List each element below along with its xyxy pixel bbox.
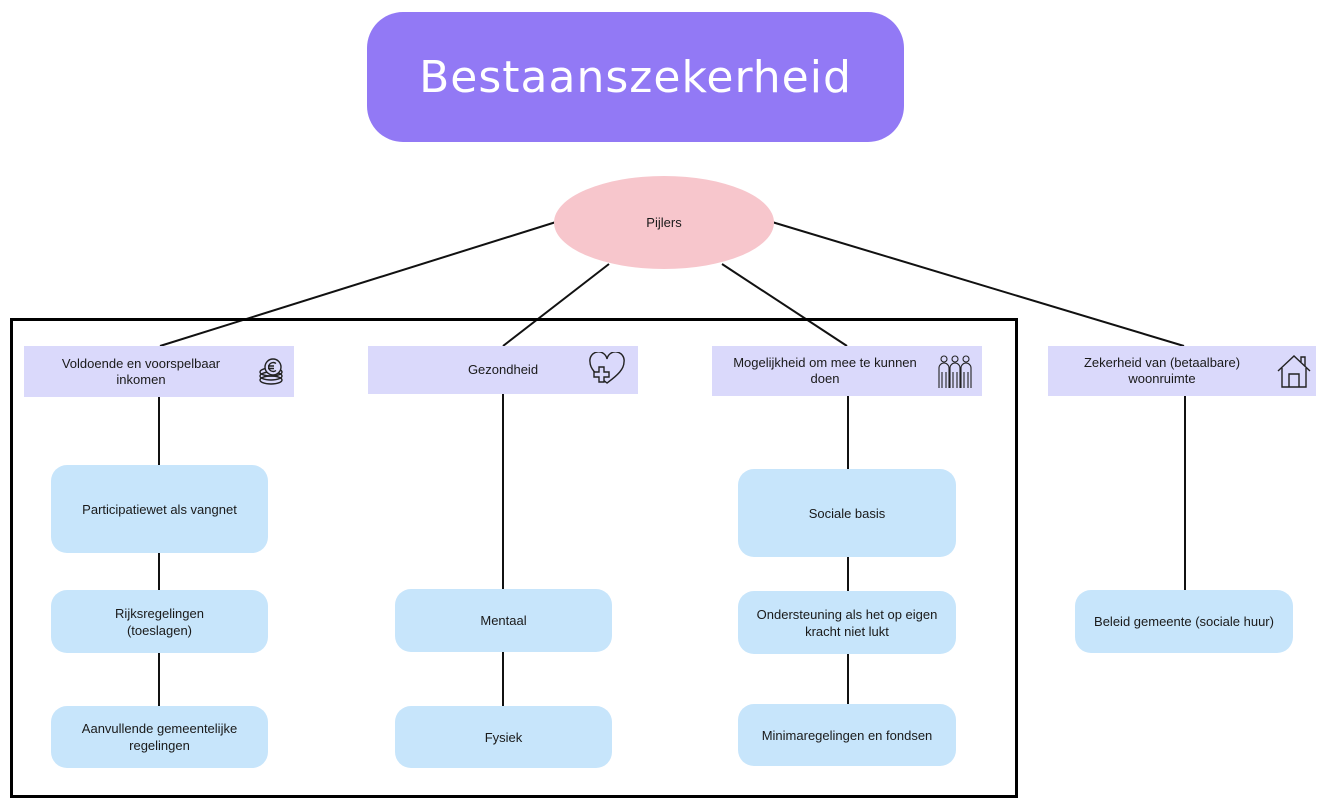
- leaf-minimaregelingen: Minimaregelingen en fondsen: [738, 704, 956, 766]
- house-icon: [1277, 355, 1311, 388]
- heart-cross-icon: [589, 352, 625, 384]
- leaf-fysiek: Fysiek: [395, 706, 612, 768]
- leaf-mentaal: Mentaal: [395, 589, 612, 652]
- pillar-meedoen: Mogelijkheid om mee te kunnen doen: [712, 346, 982, 396]
- leaf-rijksregelingen: Rijksregelingen (toeslagen): [51, 590, 268, 653]
- pillar-gezondheid-label: Gezondheid: [467, 362, 539, 377]
- root-node: Pijlers: [554, 176, 774, 269]
- leaf-mentaal-label: Mentaal: [480, 613, 527, 628]
- pillar-woonruimte: Zekerheid van (betaalbare) woonruimte: [1048, 346, 1316, 396]
- connector-root-woonruimte: [771, 221, 1185, 347]
- connector-root-inkomen: [159, 221, 557, 347]
- leaf-sociale-basis-label: Sociale basis: [808, 505, 886, 521]
- leaf-ondersteuning-label: Ondersteuning als het op eigen kracht ni…: [756, 606, 938, 639]
- title-box: Bestaanszekerheid: [367, 12, 904, 142]
- page-title: Bestaanszekerheid: [419, 51, 852, 103]
- leaf-rijksregelingen-label: Rijksregelingen (toeslagen): [115, 605, 204, 638]
- group-people-icon: [938, 355, 972, 388]
- connector-root-meedoen: [721, 263, 848, 347]
- leaf-minimaregelingen-label: Minimaregelingen en fondsen: [761, 727, 933, 743]
- leaf-participatiewet-label: Participatiewet als vangnet: [82, 501, 237, 517]
- leaf-sociale-basis: Sociale basis: [738, 469, 956, 557]
- pillar-inkomen: Voldoende en voorspelbaar inkomen: [24, 346, 294, 397]
- connector-root-gezondheid: [502, 263, 610, 347]
- leaf-aanvullende-regelingen: Aanvullende gemeentelijke regelingen: [51, 706, 268, 768]
- leaf-beleid-gemeente-label: Beleid gemeente (sociale huur): [1094, 614, 1274, 629]
- leaf-fysiek-label: Fysiek: [484, 729, 523, 745]
- pillar-inkomen-label: Voldoende en voorspelbaar inkomen: [61, 355, 221, 387]
- leaf-beleid-gemeente: Beleid gemeente (sociale huur): [1075, 590, 1293, 653]
- euro-coins-icon: [259, 358, 283, 385]
- root-label: Pijlers: [646, 215, 682, 230]
- pillar-woonruimte-label: Zekerheid van (betaalbare) woonruimte: [1083, 355, 1241, 386]
- leaf-participatiewet: Participatiewet als vangnet: [51, 465, 268, 553]
- pillar-gezondheid: Gezondheid: [368, 346, 638, 394]
- pillar-meedoen-label: Mogelijkheid om mee te kunnen doen: [733, 355, 917, 386]
- leaf-ondersteuning: Ondersteuning als het op eigen kracht ni…: [738, 591, 956, 654]
- leaf-aanvullende-regelingen-label: Aanvullende gemeentelijke regelingen: [81, 721, 238, 753]
